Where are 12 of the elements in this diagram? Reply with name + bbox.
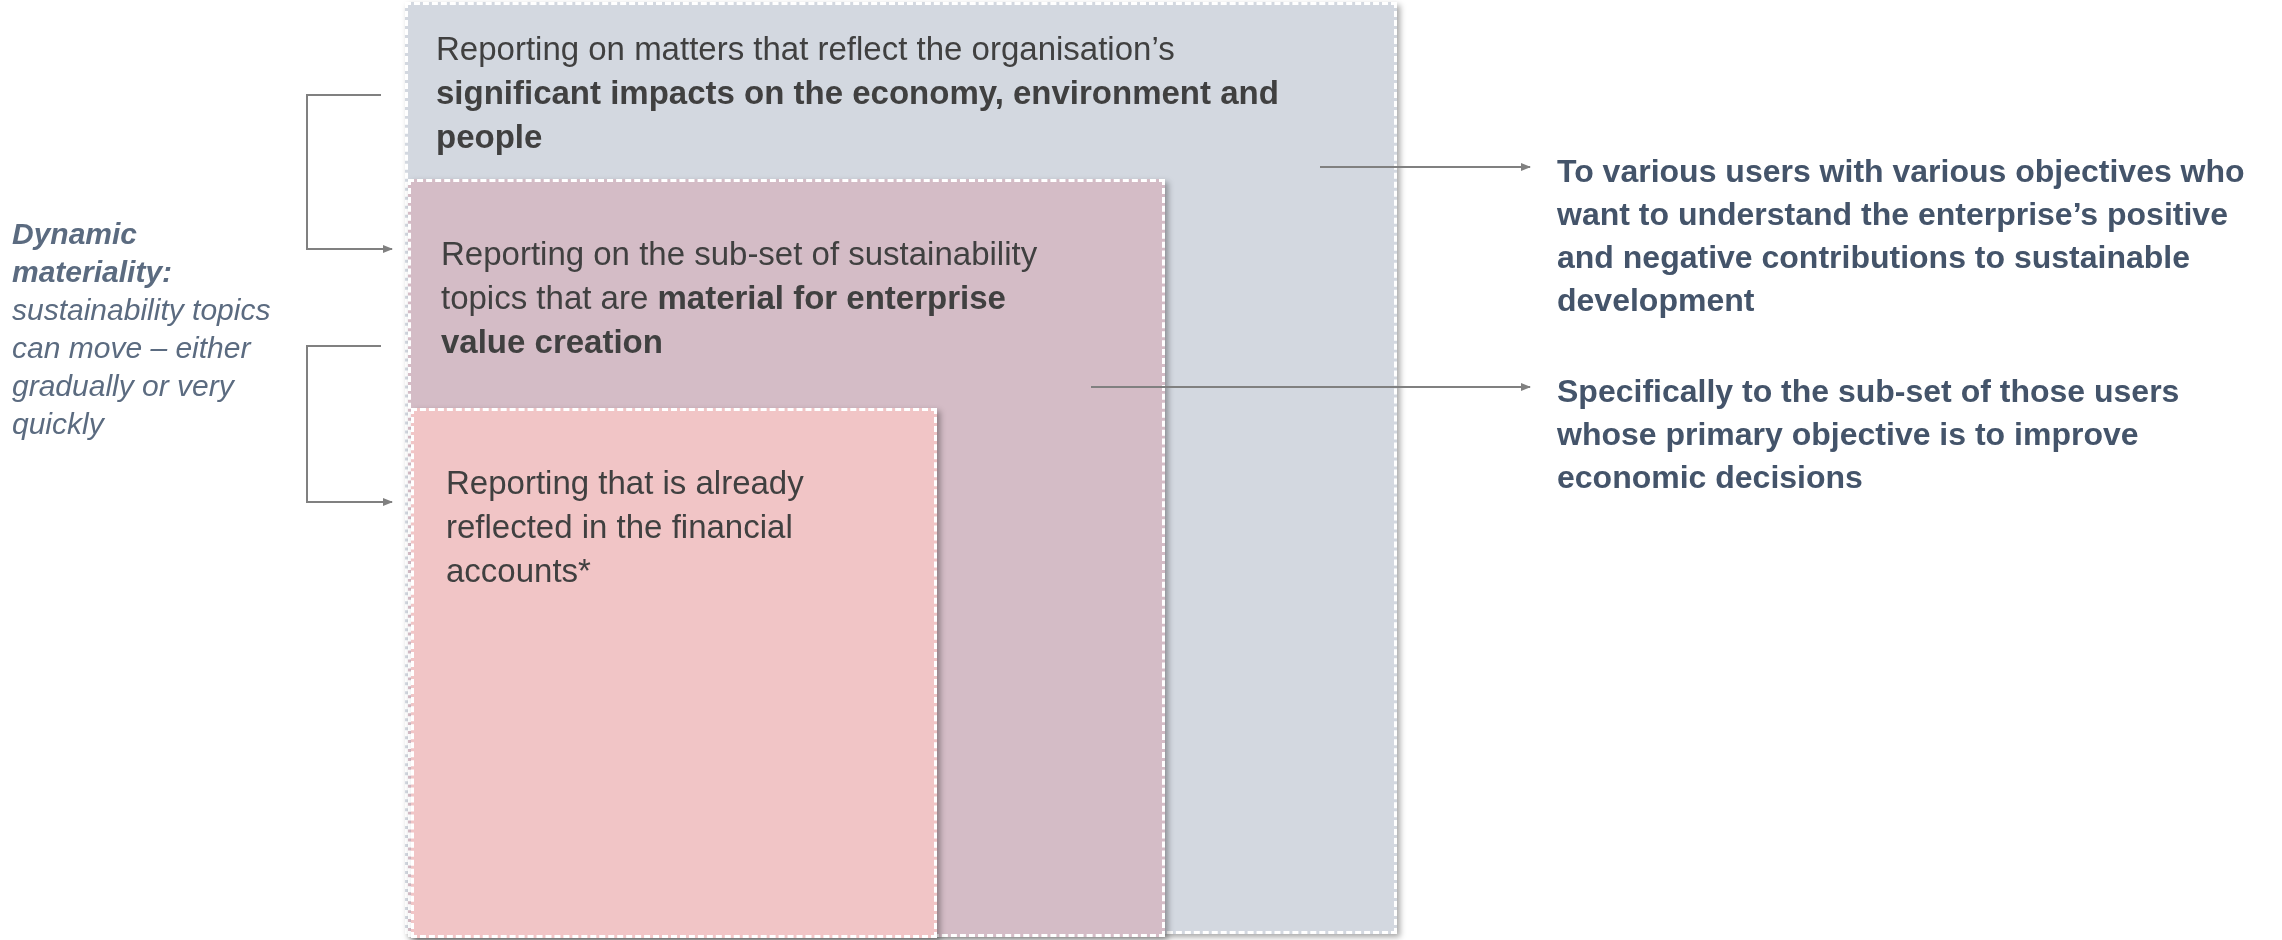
middle-box	[408, 179, 1165, 937]
bracket-arrow	[306, 345, 393, 506]
arrow	[1090, 383, 1531, 391]
inner-box	[411, 408, 937, 938]
audience-text: To various users with various objectives who want to understand the enterprise’s positive and negative contributions to sustainable development	[1557, 150, 2257, 322]
box-text: Reporting that is already reflected in the financial accounts*	[446, 463, 805, 591]
arrow	[1319, 163, 1531, 171]
note-text: Dynamic materiality: sustainability topics can move – either gradually or very quickly	[12, 215, 274, 443]
box-text: Reporting on matters that reflect the organisation’s significant impacts on the economy, environment and people	[436, 29, 1280, 157]
bracket-arrow	[306, 94, 393, 253]
box-text: Reporting on the sub-set of sustainability topics that are material for enterprise value creation	[441, 234, 1039, 362]
audience-text: Specifically to the sub-set of those users whose primary objective is to improve economic decisions	[1557, 370, 2257, 499]
